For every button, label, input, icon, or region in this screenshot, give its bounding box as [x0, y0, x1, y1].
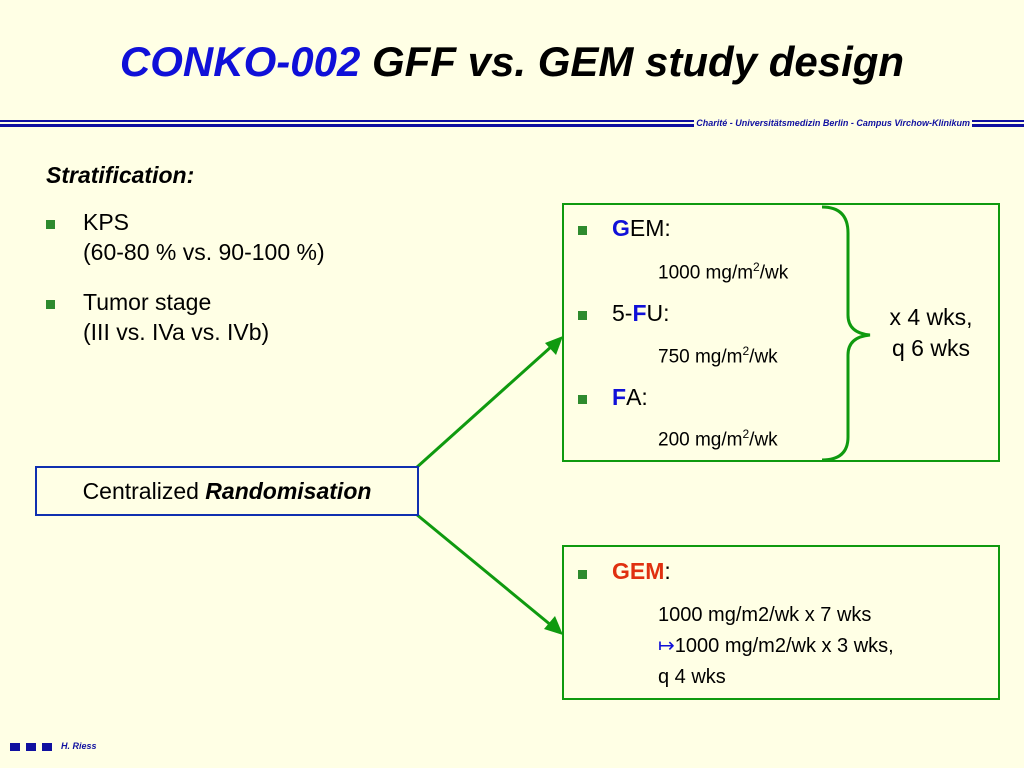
footer-square-icon [26, 743, 36, 751]
bullet-icon [46, 300, 55, 309]
title-study-name: CONKO-002 [119, 38, 361, 85]
arrow-to-gff [414, 344, 554, 470]
stratification-heading: Stratification: [46, 162, 195, 188]
randomisation-box: Centralized Randomisation [35, 466, 419, 516]
randomisation-prefix: Centralized [82, 478, 199, 504]
stratification-item-label: Tumor stage [83, 289, 212, 315]
bullet-icon [578, 226, 587, 235]
header-rule [0, 120, 1024, 127]
randomisation-label: Randomisation [205, 478, 372, 504]
footer-author: H. Riess [61, 741, 97, 751]
stratification-item-detail: (60-80 % vs. 90-100 %) [83, 239, 325, 265]
gem-regimen: 1000 mg/m2/wk x 7 wks ↦1000 mg/m2/wk x 3… [658, 604, 894, 688]
drug-dose: 1000 mg/m2/wk [658, 260, 789, 284]
arrowhead-gem [544, 616, 563, 635]
bullet-icon [578, 570, 587, 579]
footer-square-icon [10, 743, 20, 751]
title-description: GFF vs. GEM study design [372, 38, 905, 85]
arrow-to-gem [415, 512, 553, 628]
drug-dose: 750 mg/m2/wk [658, 344, 778, 368]
maps-to-arrow-icon: ↦ [658, 635, 675, 657]
stratification-item-detail: (III vs. IVa vs. IVb) [83, 319, 270, 345]
drug-label: GEM: [612, 558, 671, 584]
gff-arm-box: GEM: 1000 mg/m2/wk 5-FU: 750 mg/m2/wk FA… [562, 203, 1000, 462]
bullet-icon [46, 220, 55, 229]
slide-title: CONKO-002 GFF vs. GEM study design [0, 38, 1024, 86]
stratification-item-label: KPS [83, 209, 130, 235]
arrowhead-gff [545, 336, 563, 355]
drug-label: GEM: [612, 215, 671, 241]
drug-label: FA: [612, 384, 648, 410]
bullet-icon [578, 311, 587, 320]
drug-dose: 200 mg/m2/wk [658, 427, 778, 451]
drug-label: 5-FU: [612, 300, 670, 326]
brace-icon [821, 205, 871, 462]
institution-label: Charité - Universitätsmedizin Berlin - C… [694, 118, 972, 128]
footer-square-icon [42, 743, 52, 751]
gem-arm-box: GEM: 1000 mg/m2/wk x 7 wks ↦1000 mg/m2/w… [562, 545, 1000, 700]
bullet-icon [578, 395, 587, 404]
gff-schedule: x 4 wks, q 6 wks [889, 304, 973, 361]
